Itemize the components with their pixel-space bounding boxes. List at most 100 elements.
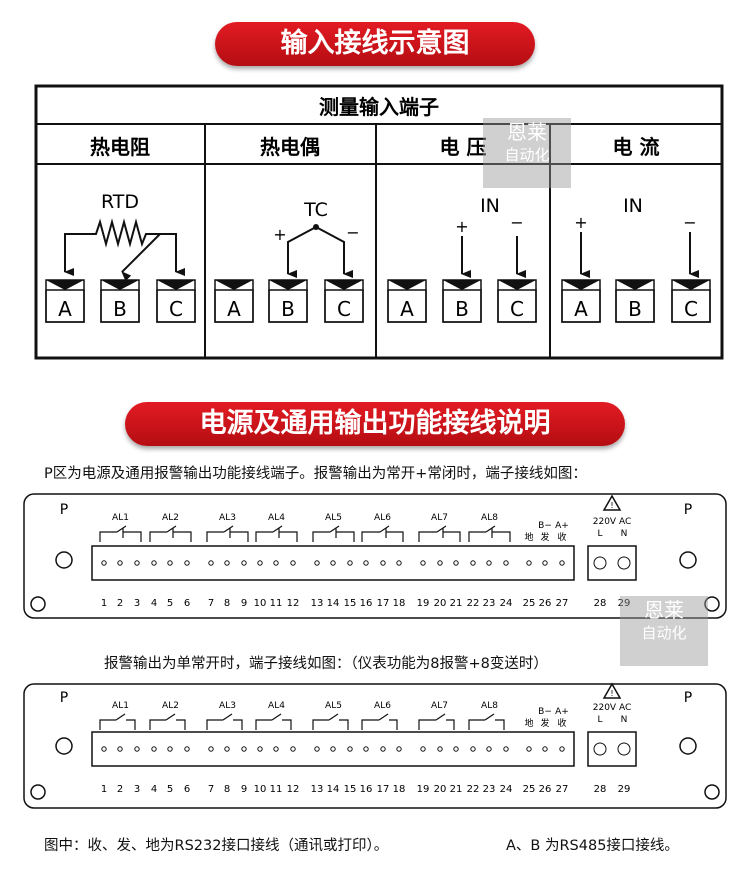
alarm-label-7: AL7 <box>431 513 448 523</box>
terminal-number: 2 <box>117 598 123 609</box>
terminal-number: 24 <box>500 598 513 609</box>
terminal-22 <box>470 746 476 752</box>
alarm-label-7: AL7 <box>431 701 448 711</box>
svg-text:A: A <box>574 297 588 321</box>
terminal-27 <box>559 746 565 752</box>
terminal-number: 1 <box>101 598 107 609</box>
terminal-number: 28 <box>594 784 607 795</box>
panel2-p-label-right: P <box>684 690 692 706</box>
table-border <box>34 84 724 360</box>
terminal-number: 10 <box>254 598 267 609</box>
svg-text:!: ! <box>610 501 613 510</box>
terminal-20 <box>437 746 443 752</box>
terminal-11 <box>273 746 279 752</box>
comm2-send-label: 发 <box>540 717 549 729</box>
svg-text:!: ! <box>610 689 613 698</box>
alarm-label-2: AL2 <box>162 513 179 523</box>
terminal-number: 19 <box>417 598 430 609</box>
terminal-9 <box>241 746 247 752</box>
terminal-15 <box>347 746 353 752</box>
panel2-p-label-left: P <box>60 690 68 706</box>
alarm-contact-symbol-8 <box>468 525 511 542</box>
voltage-plus: + <box>455 217 468 236</box>
alarm-contact-symbol-1 <box>99 525 142 542</box>
terminal-10 <box>257 560 263 566</box>
terminal-4 <box>151 560 157 566</box>
alarm-contact-symbol-2 <box>149 525 192 542</box>
terminal-number: 6 <box>184 598 190 609</box>
terminal-28 <box>593 742 607 756</box>
power-terminal-block <box>587 545 637 581</box>
comm2-recv-label: 收 <box>557 717 566 729</box>
alarm-contact-symbol-4 <box>255 713 292 730</box>
comm2-a-plus-label: A+ <box>555 707 569 717</box>
terminal-number: 13 <box>311 598 324 609</box>
rtd-terminals: A B C <box>45 279 196 323</box>
svg-text:B: B <box>281 297 295 321</box>
terminal-21 <box>453 746 459 752</box>
terminal-29 <box>617 556 631 570</box>
current-diagram: IN + − <box>574 195 699 278</box>
terminal-strip <box>91 545 575 581</box>
svg-text:C: C <box>169 297 183 321</box>
watermark-logo-2: 恩莱 自动化 <box>620 596 708 666</box>
terminal-22 <box>470 560 476 566</box>
alarm-label-8: AL8 <box>481 513 498 523</box>
power2-n-label: N <box>621 715 628 725</box>
terminal-number: 29 <box>618 598 631 609</box>
comm-send-label: 发 <box>540 531 549 543</box>
alarm-contact-symbol-6 <box>361 713 398 730</box>
terminal-23 <box>486 560 492 566</box>
terminal-strip-2 <box>91 731 575 767</box>
tc-diagram: TC + − <box>273 199 360 278</box>
terminal-number: 25 <box>523 784 536 795</box>
alarm-label-8: AL8 <box>481 701 498 711</box>
terminal-2 <box>117 746 123 752</box>
alarm-contact-symbol-3 <box>206 713 243 730</box>
alarm-label-4: AL4 <box>268 701 285 711</box>
header-voltage: 电 压 <box>440 135 487 159</box>
terminal-number: 12 <box>287 784 300 795</box>
svg-text:B: B <box>455 297 469 321</box>
alarm-label-3: AL3 <box>219 513 236 523</box>
comm-a-plus-label: A+ <box>555 521 569 531</box>
footnote-rs485: A、B 为RS485接口接线。 <box>506 838 679 854</box>
alarm-contact-symbol-1 <box>99 713 136 730</box>
input-wiring-table: 测量输入端子 热电阻 热电偶 电 压 电 流 RTD A B C TC + − … <box>34 84 724 360</box>
current-terminals: A B C <box>561 279 711 323</box>
alarm-contact-symbol-6 <box>361 525 404 542</box>
header-current: 电 流 <box>613 135 660 159</box>
terminal-number: 5 <box>167 784 173 795</box>
alarm-label-1: AL1 <box>112 701 129 711</box>
terminal-number: 27 <box>556 784 569 795</box>
terminal-3 <box>134 560 140 566</box>
terminal-number: 1 <box>101 784 107 795</box>
terminal-number: 23 <box>483 784 496 795</box>
terminal-number: 26 <box>539 598 552 609</box>
tc-terminals: A B C <box>214 279 364 323</box>
comm2-ground-label: 地 <box>524 717 533 729</box>
terminal-number: 14 <box>327 598 340 609</box>
terminal-number: 21 <box>450 784 463 795</box>
terminal-6 <box>184 746 190 752</box>
terminal-17 <box>380 560 386 566</box>
current-in-label: IN <box>623 195 643 217</box>
terminal-4 <box>151 746 157 752</box>
terminal-number: 6 <box>184 784 190 795</box>
terminal-number: 16 <box>360 784 373 795</box>
warning-icon-2 <box>602 682 622 699</box>
terminal-number: 5 <box>167 598 173 609</box>
table-title: 测量输入端子 <box>319 95 439 119</box>
terminal-10 <box>257 746 263 752</box>
terminal-16 <box>363 560 369 566</box>
terminal-26 <box>542 560 548 566</box>
terminal-number: 12 <box>287 598 300 609</box>
alarm-contact-symbol-2 <box>149 713 186 730</box>
terminal-2 <box>117 560 123 566</box>
rtd-diagram: RTD <box>64 191 185 282</box>
terminal-number: 11 <box>270 598 283 609</box>
alarm-label-5: AL5 <box>325 701 342 711</box>
terminal-number: 8 <box>224 598 230 609</box>
